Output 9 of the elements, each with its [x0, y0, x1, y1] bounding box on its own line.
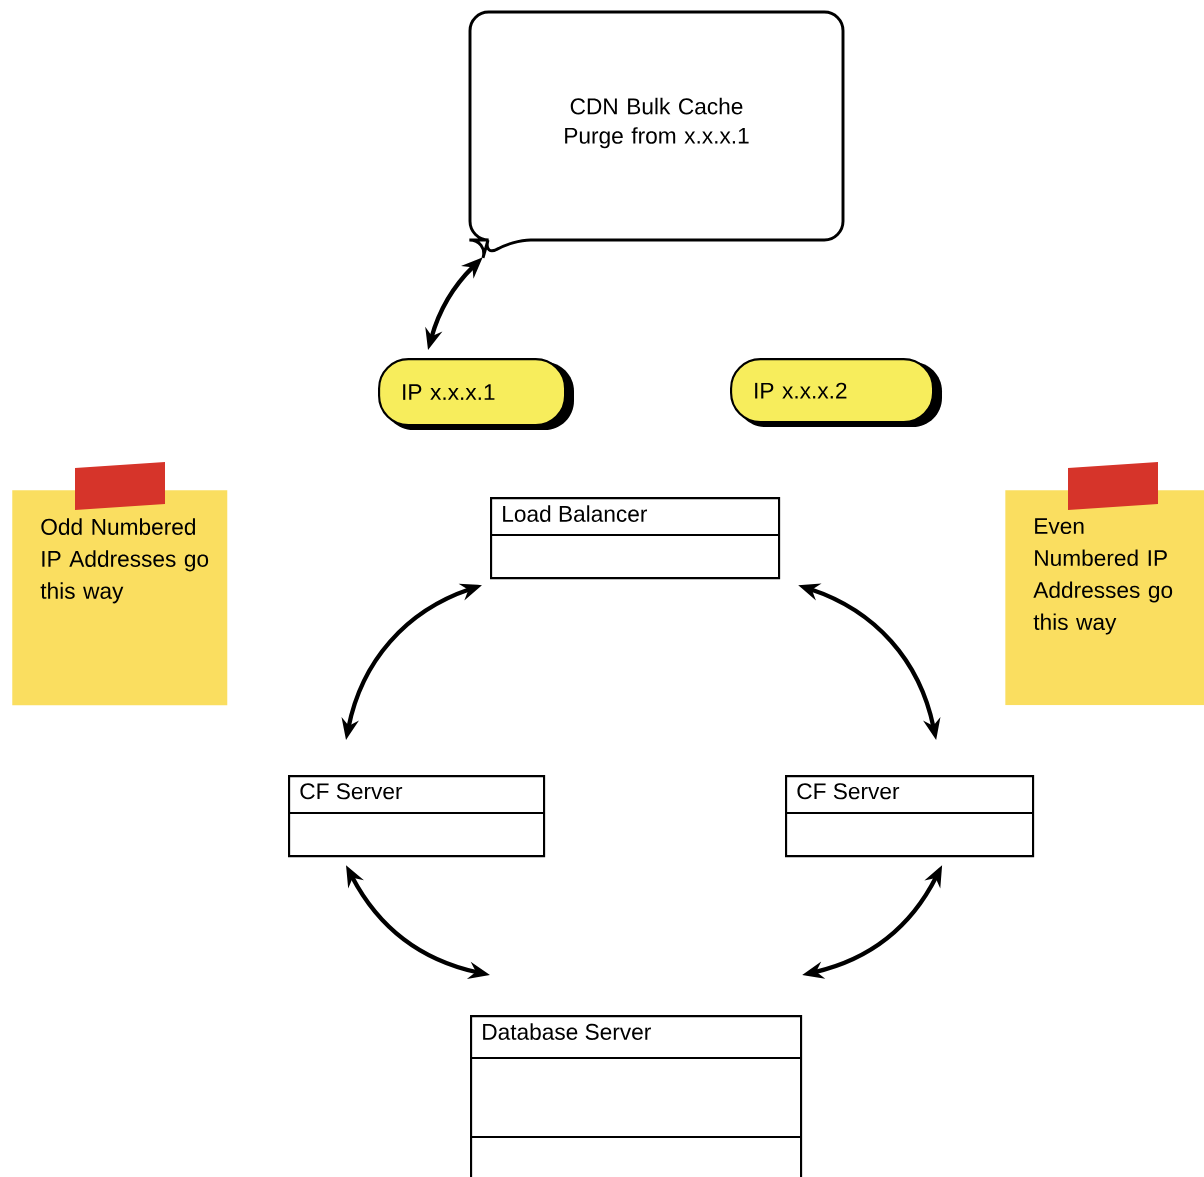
class-box: CF Server	[288, 775, 546, 858]
ip-pill: IP x.x.x.1	[378, 358, 574, 430]
ip-pill: IP x.x.x.2	[730, 358, 942, 427]
class-box: Load Balancer	[490, 497, 781, 580]
database-box: Database Server	[470, 1015, 803, 1177]
speech-bubble: CDN Bulk Cache Purge from x.x.x.1	[467, 10, 845, 260]
sticky-note: Even Numbered IP Addresses go this way	[1005, 462, 1204, 706]
sticky-note: Odd Numbered IP Addresses go this way	[12, 462, 228, 706]
class-box: CF Server	[785, 775, 1035, 858]
